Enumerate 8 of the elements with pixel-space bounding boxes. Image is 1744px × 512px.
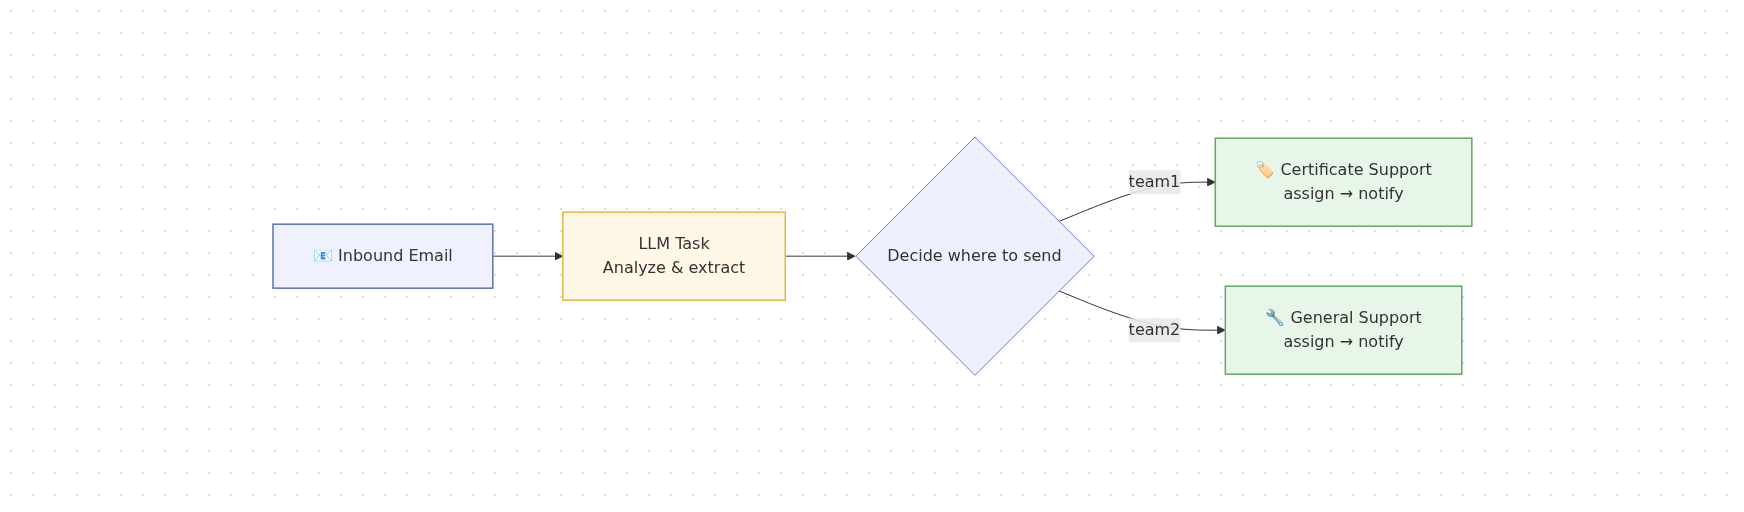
node-box: LLM Task Analyze & extract (561, 211, 786, 301)
edge-label: team2 (1128, 320, 1180, 339)
edge-label: team1 (1128, 172, 1180, 191)
node-box: 🏷 Certificate Support assign → notify (1214, 137, 1473, 227)
node-box: 🔧 General Support assign → notify (1224, 285, 1463, 375)
node-diamond: Decide where to send (854, 136, 1095, 376)
arrow (784, 251, 856, 261)
node-box: 📧 Inbound Email (271, 223, 494, 289)
